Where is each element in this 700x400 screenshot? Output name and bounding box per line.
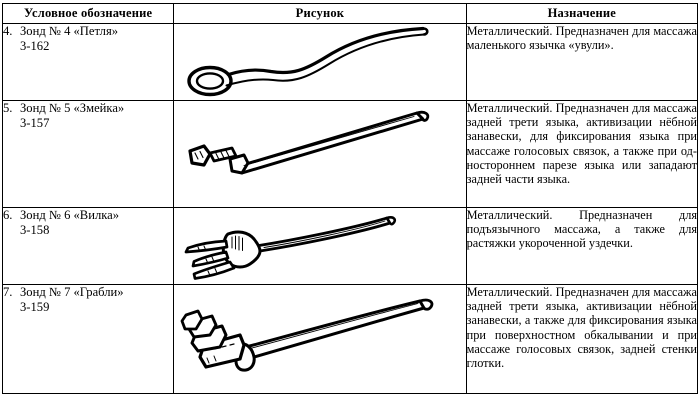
loop-probe-icon [187, 26, 429, 97]
cell-picture [173, 207, 467, 285]
snake-probe-icon [188, 110, 430, 175]
probe-name: Зонд № 6 «Вилка» [20, 208, 120, 222]
designation-heading: 7. Зонд № 7 «Грабли» [3, 285, 173, 300]
cell-purpose: Металлический. Предназначен для массажа … [465, 284, 699, 394]
cell-purpose: Металлический. Предназначен для массажа … [465, 23, 699, 101]
designation-heading: 6. Зонд № 6 «Вилка» [3, 208, 173, 223]
probe-name: Зонд № 4 «Петля» [20, 24, 119, 38]
rake-probe-illustration [174, 285, 465, 393]
table-header: Условное обозначение Рисунок Назначение [1, 3, 699, 24]
loop-probe-illustration [174, 24, 465, 100]
row-index: 7. [3, 285, 13, 299]
designation-heading: 4. Зонд № 4 «Петля» [3, 24, 173, 39]
purpose-text: Металлический. Предназначен для массажа … [466, 285, 697, 371]
cell-designation: 7. Зонд № 7 «Грабли» 3-159 [1, 284, 175, 394]
column-header-purpose: Назначение [465, 3, 699, 24]
cell-picture [173, 100, 467, 208]
table-row: 6. Зонд № 6 «Вилка» 3-158 [1, 207, 699, 285]
table-row: 4. Зонд № 4 «Петля» 3-162 [1, 23, 699, 101]
table-header-row: Условное обозначение Рисунок Назначение [1, 3, 699, 24]
snake-probe-illustration [174, 101, 465, 207]
cell-designation: 6. Зонд № 6 «Вилка» 3-158 [1, 207, 175, 285]
cell-purpose: Металлический. Предназначен для массажа … [465, 100, 699, 208]
cell-designation: 5. Зонд № 5 «Змейка» 3-157 [1, 100, 175, 208]
purpose-text: Металлический. Предназначен для подъязыч… [466, 208, 697, 251]
cell-picture [173, 284, 467, 394]
column-header-designation: Условное обозначение [1, 3, 175, 24]
row-index: 4. [3, 24, 13, 38]
designation-heading: 5. Зонд № 5 «Змейка» [3, 101, 173, 116]
table-row: 7. Зонд № 7 «Грабли» 3-159 [1, 284, 699, 394]
purpose-text: Металлический. Предназначен для массажа … [466, 101, 697, 187]
probe-code: 3-157 [20, 116, 50, 130]
table-body: 4. Зонд № 4 «Петля» 3-162 [1, 23, 699, 394]
purpose-text: Металлический. Предназначен для массажа … [466, 24, 697, 53]
cell-designation: 4. Зонд № 4 «Петля» 3-162 [1, 23, 175, 101]
cell-purpose: Металлический. Предназначен для подъязыч… [465, 207, 699, 285]
probe-name: Зонд № 5 «Змейка» [20, 101, 125, 115]
row-index: 6. [3, 208, 13, 222]
probe-code: 3-162 [20, 39, 50, 53]
fork-probe-illustration [174, 208, 465, 284]
column-header-picture: Рисунок [173, 3, 467, 24]
fork-probe-icon [184, 216, 397, 280]
probe-code: 3-159 [20, 300, 50, 314]
cell-picture [173, 23, 467, 101]
row-index: 5. [3, 101, 13, 115]
probe-table: Условное обозначение Рисунок Назначение … [1, 3, 699, 394]
probe-code: 3-158 [20, 223, 50, 237]
rake-probe-icon [180, 298, 434, 372]
table-row: 5. Зонд № 5 «Змейка» 3-157 [1, 100, 699, 208]
probe-name: Зонд № 7 «Грабли» [20, 285, 124, 299]
